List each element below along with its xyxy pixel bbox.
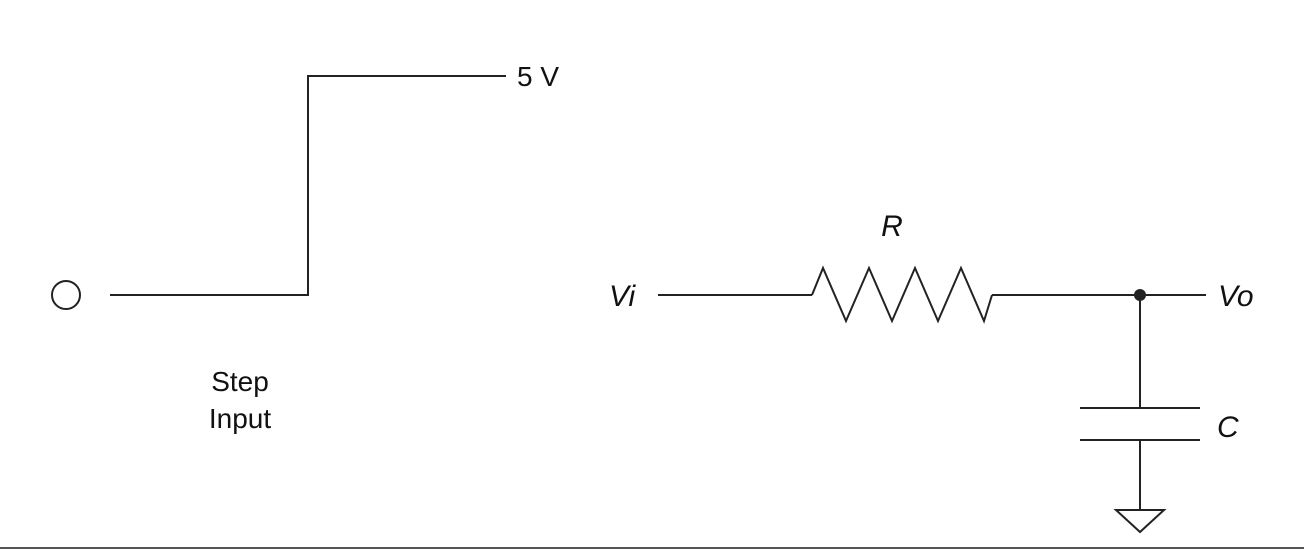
step-caption-line1: Step bbox=[211, 366, 269, 397]
rc-circuit-group: Vi R Vo C bbox=[609, 210, 1254, 534]
resistor-symbol bbox=[811, 265, 993, 324]
output-voltage-label: Vo bbox=[1218, 280, 1254, 313]
step-input-group: 5 V Step Input bbox=[51, 61, 559, 434]
step-waveform bbox=[110, 75, 506, 296]
capacitor-label: C bbox=[1217, 411, 1239, 444]
step-level-label: 5 V bbox=[517, 61, 559, 92]
ground-symbol bbox=[1113, 509, 1167, 534]
input-voltage-label: Vi bbox=[609, 280, 636, 313]
input-terminal-circle bbox=[51, 280, 81, 310]
resistor-label: R bbox=[881, 210, 903, 243]
step-caption-line2: Input bbox=[209, 403, 271, 434]
